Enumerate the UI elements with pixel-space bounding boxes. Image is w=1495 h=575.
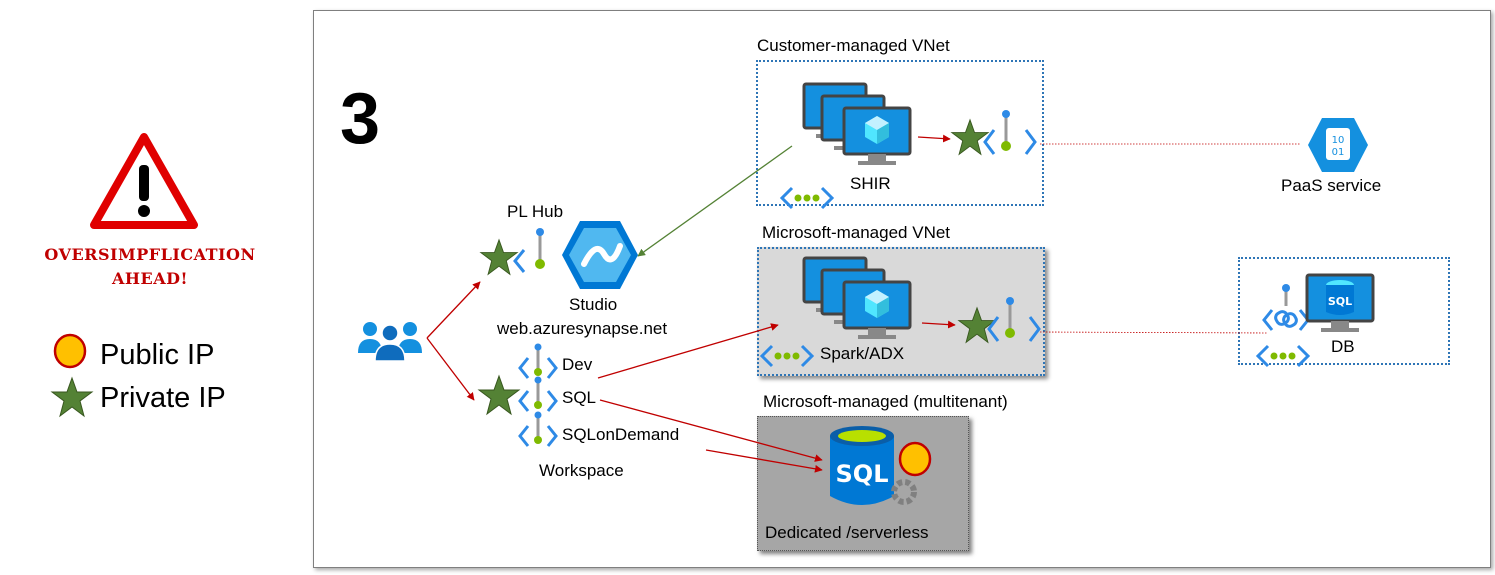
warning-icon bbox=[90, 133, 198, 229]
private-ip-label: Private IP bbox=[100, 382, 226, 414]
pl-hub-star-icon bbox=[479, 238, 519, 276]
customer-vnet-box bbox=[756, 60, 1044, 206]
db-icon-text: SQL bbox=[1328, 295, 1352, 308]
spark-vm-icon bbox=[802, 256, 912, 339]
microsoft-pe-star-icon bbox=[957, 306, 997, 344]
users-icon bbox=[358, 322, 422, 362]
customer-pe-star-icon bbox=[950, 118, 990, 156]
arrow-sql-to-dedicated bbox=[599, 399, 823, 462]
private-ip-star-icon bbox=[50, 376, 94, 418]
customer-vnet-icon bbox=[779, 186, 835, 210]
paas-service-label: PaaS service bbox=[1281, 176, 1382, 195]
public-ip-icon bbox=[53, 333, 87, 369]
db-vm-icon: SQL bbox=[1305, 273, 1375, 332]
arrow-sqlondemand-to-dedicated bbox=[705, 449, 823, 473]
db-vnet-icon bbox=[1255, 344, 1311, 368]
step-number: 3 bbox=[340, 79, 381, 159]
warning-line-2: AHEAD! bbox=[111, 269, 189, 288]
sqlondemand-label: SQLonDemand bbox=[562, 425, 680, 444]
customer-private-endpoint-icon bbox=[983, 110, 1037, 155]
sql-endpoint-icon bbox=[518, 376, 558, 412]
db-private-link-icon bbox=[1262, 284, 1310, 331]
arrow-users-to-plhub bbox=[426, 281, 481, 339]
warning-text: OVERSIMPFLICATION AHEAD! bbox=[30, 243, 270, 291]
sql-label: SQL bbox=[562, 388, 597, 407]
arrow-shir-to-pe bbox=[917, 134, 951, 143]
arrow-users-to-workspace bbox=[426, 337, 475, 401]
paas-icon-text-2: 01 bbox=[1332, 147, 1345, 158]
dev-endpoint-icon bbox=[518, 343, 558, 379]
customer-vnet-title: Customer-managed VNet bbox=[757, 36, 950, 55]
line-pe-to-db bbox=[1039, 331, 1269, 334]
microsoft-vnet-title: Microsoft-managed VNet bbox=[762, 223, 951, 242]
studio-url-label: web.azuresynapse.net bbox=[497, 319, 668, 338]
studio-label: Studio bbox=[569, 295, 618, 314]
sql-database-icon: SQL bbox=[830, 426, 917, 505]
gear-icon bbox=[891, 479, 917, 505]
arrow-shir-to-studio bbox=[637, 145, 793, 257]
sqlondemand-endpoint-icon bbox=[518, 411, 558, 447]
dedicated-serverless-label: Dedicated /serverless bbox=[765, 523, 929, 542]
synapse-studio-icon bbox=[562, 221, 638, 289]
workspace-label: Workspace bbox=[539, 461, 624, 480]
paas-icon-text-1: 10 bbox=[1332, 135, 1345, 146]
arrow-dev-to-spark bbox=[597, 323, 779, 379]
shir-vm-icon bbox=[802, 82, 912, 165]
sql-icon-text: SQL bbox=[836, 460, 889, 488]
pl-hub-label: PL Hub bbox=[507, 202, 564, 221]
arrow-spark-to-pe bbox=[921, 320, 956, 329]
warning-line-1: OVERSIMPFLICATION bbox=[44, 245, 256, 264]
workspace-star-icon bbox=[477, 374, 521, 416]
db-vnet-box bbox=[1238, 257, 1450, 365]
shir-label: SHIR bbox=[850, 174, 891, 193]
pl-hub-private-endpoint-icon bbox=[513, 228, 545, 273]
microsoft-private-endpoint-icon bbox=[987, 297, 1041, 342]
paas-service-icon: 10 01 bbox=[1308, 118, 1368, 172]
microsoft-vnet-icon bbox=[759, 344, 815, 368]
spark-label: Spark/ADX bbox=[820, 344, 905, 363]
dev-label: Dev bbox=[562, 355, 593, 374]
multitenant-title: Microsoft-managed (multitenant) bbox=[763, 392, 1008, 411]
public-ip-indicator-icon bbox=[898, 441, 932, 477]
public-ip-label: Public IP bbox=[100, 339, 215, 371]
db-label: DB bbox=[1331, 337, 1355, 356]
